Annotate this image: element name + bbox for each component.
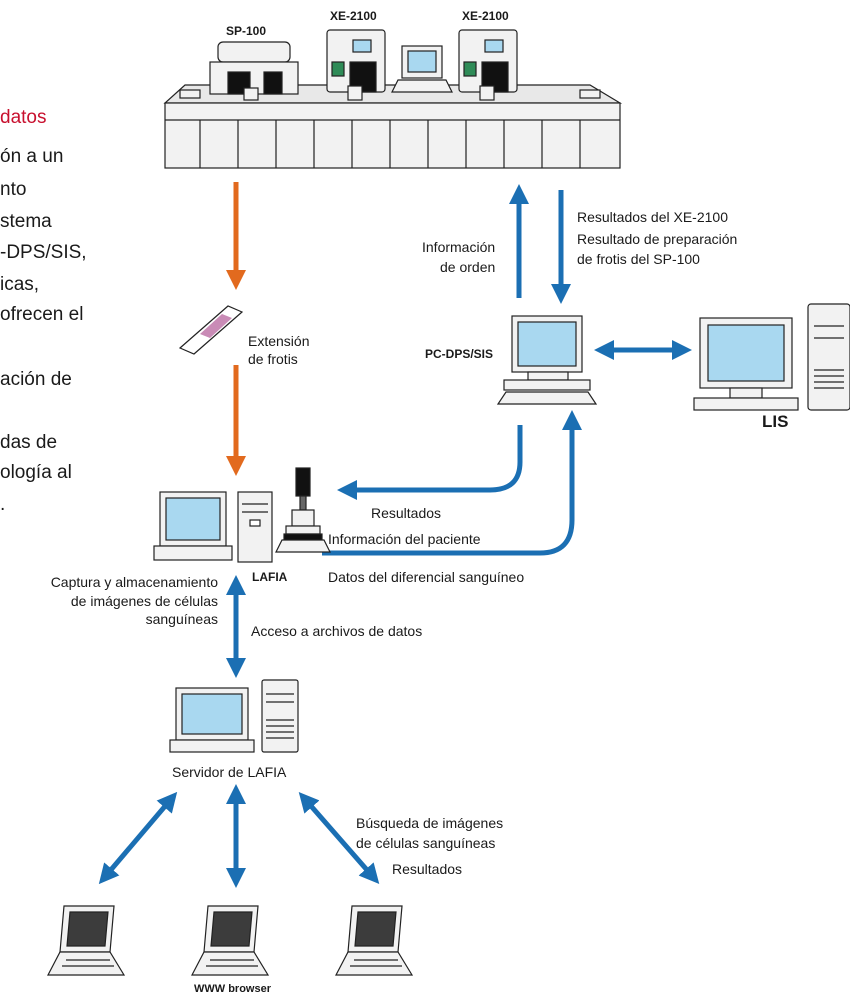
capture-label: de imágenes de células (70, 593, 218, 609)
search-results-label: Resultados (392, 861, 463, 877)
sidebar-heading: datos (0, 107, 47, 128)
lis-label: LIS (762, 412, 789, 431)
results-label: Resultados (371, 505, 442, 521)
search-label: Búsqueda de imágenes (356, 815, 504, 831)
sidebar-line: ación de (0, 369, 72, 390)
sp100-label: SP-100 (226, 24, 267, 38)
lafia-workstation (153, 467, 331, 563)
capture-label: Captura y almacenamiento (50, 574, 218, 590)
sidebar-line: das de (0, 432, 58, 453)
order-info-label: de orden (440, 259, 496, 275)
search-label: de células sanguíneas (356, 835, 496, 851)
xe2100-b-label: XE-2100 (462, 9, 509, 23)
xe2100-a-label: XE-2100 (330, 9, 377, 23)
xe2100-a-instrument (326, 29, 386, 101)
xe-results-label: Resultados del XE-2100 (577, 209, 728, 225)
lis-computer (693, 303, 850, 411)
pc-dps-computer (496, 315, 598, 405)
differential-label: Datos del diferencial sanguíneo (328, 569, 525, 585)
sidebar-line: stema (0, 211, 52, 232)
sidebar-line: ón a un (0, 146, 64, 167)
xe2100-b-instrument (458, 29, 518, 101)
line-monitor (391, 45, 453, 93)
lafia-label: LAFIA (252, 570, 288, 584)
sidebar-line: icas, (0, 274, 40, 295)
laptop-left (47, 905, 126, 976)
automation-line (163, 84, 623, 169)
sidebar-line: -DPS/SIS, (0, 242, 87, 263)
laptop-right (335, 905, 414, 976)
pc-dps-label: PC-DPS/SIS (425, 347, 494, 361)
sp100-instrument (209, 41, 299, 101)
arrow-patient-to-pc (322, 410, 582, 556)
patient-info-label: Información del paciente (328, 531, 481, 547)
server-label: Servidor de LAFIA (172, 764, 287, 780)
sidebar-line: ología al (0, 462, 72, 483)
lafia-server (169, 679, 299, 753)
arrow-results-to-lafia (337, 425, 523, 500)
sidebar-line: . (0, 494, 6, 515)
arrow-server-laptop-left (98, 791, 178, 885)
capture-label: sanguíneas (145, 611, 218, 627)
file-access-label: Acceso a archivos de datos (251, 623, 423, 639)
smear-slide (178, 305, 244, 355)
order-info-label: Información (422, 239, 496, 255)
smear-label: de frotis (248, 351, 298, 367)
arrow-server-laptop-right (298, 791, 380, 885)
xe-results-label: de frotis del SP-100 (577, 251, 700, 267)
sidebar-line: ofrecen el (0, 304, 84, 325)
laptop-center (191, 905, 270, 976)
browser-label: WWW browser (194, 983, 271, 995)
smear-label: Extensión (248, 333, 310, 349)
sidebar-line: nto (0, 179, 27, 200)
xe-results-label: Resultado de preparación (577, 231, 738, 247)
